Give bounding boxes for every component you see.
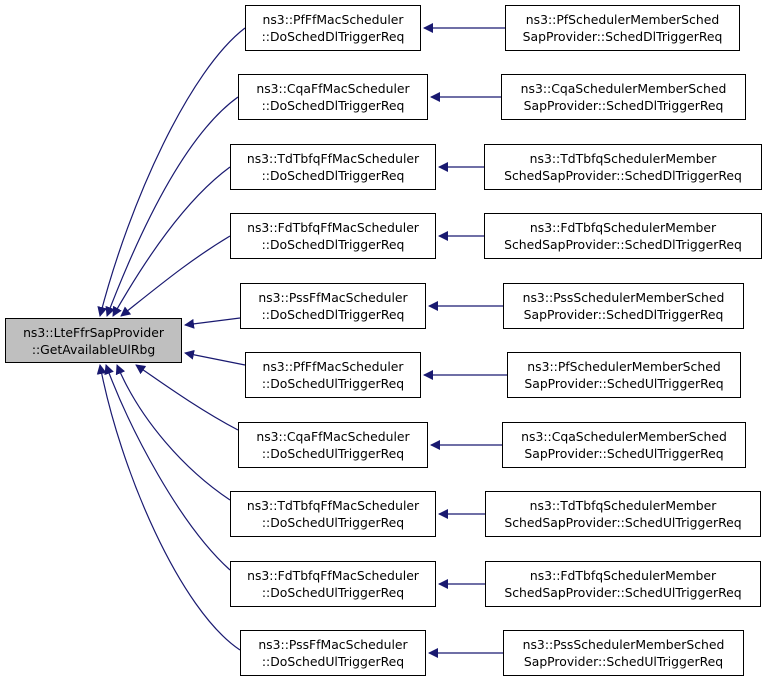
caller-node-line2: ::DoSchedDlTriggerReq: [261, 237, 405, 252]
sap-node-line2: SapProvider::SchedDlTriggerReq: [523, 98, 724, 113]
caller-node-line1: ns3::CqaFfMacScheduler: [256, 429, 410, 444]
caller-node-pf-ul[interactable]: ns3::PfFfMacScheduler ::DoSchedUlTrigger…: [245, 352, 421, 398]
caller-node-line1: ns3::PssFfMacScheduler: [258, 637, 408, 652]
edge-cqa-dl-to-root: [105, 96, 239, 317]
caller-node-pss-dl[interactable]: ns3::PssFfMacScheduler ::DoSchedDlTrigge…: [240, 283, 426, 329]
caller-node-line2: ::DoSchedDlTriggerReq: [261, 98, 405, 113]
sap-node-line1: ns3::FdTbfqSchedulerMember: [529, 568, 717, 583]
sap-node-line1: ns3::CqaSchedulerMemberSched: [521, 429, 727, 444]
caller-node-line1: ns3::FdTbfqFfMacScheduler: [247, 568, 419, 583]
caller-node-line1: ns3::TdTbfqFfMacScheduler: [246, 151, 420, 166]
caller-node-line1: ns3::CqaFfMacScheduler: [256, 81, 410, 96]
root-node-line1: ns3::LteFfrSapProvider: [23, 324, 164, 340]
sap-node-line1: ns3::CqaSchedulerMemberSched: [520, 81, 727, 96]
sap-node-fdtbfq-dl[interactable]: ns3::FdTbfqSchedulerMember SchedSapProvi…: [484, 213, 762, 259]
edge-cqa-ul-to-root: [135, 364, 239, 431]
sap-node-line1: ns3::PfSchedulerMemberSched: [525, 12, 720, 27]
edge-pss-dl-to-root: [184, 317, 241, 329]
sap-node-line1: ns3::TdTbfqSchedulerMember: [529, 151, 717, 166]
caller-node-pf-dl[interactable]: ns3::PfFfMacScheduler ::DoSchedDlTrigger…: [245, 5, 421, 51]
sap-node-line2: SapProvider::SchedUlTriggerReq: [523, 654, 724, 669]
sap-node-line2: SapProvider::SchedUlTriggerReq: [524, 376, 724, 391]
edge-pss-ul-to-root: [96, 364, 241, 651]
sap-node-line2: SchedSapProvider::SchedDlTriggerReq: [504, 168, 742, 183]
edge-tdtbfq-dl-to-root: [112, 166, 231, 317]
sap-node-cqa-ul[interactable]: ns3::CqaSchedulerMemberSched SapProvider…: [502, 422, 746, 468]
caller-node-line2: ::DoSchedDlTriggerReq: [261, 168, 405, 183]
sap-node-line2: SapProvider::SchedDlTriggerReq: [522, 29, 723, 44]
edge-tdtbfq-ul-to-root: [115, 364, 231, 501]
root-node-line2: ::GetAvailableUlRbg: [31, 341, 156, 357]
caller-node-line1: ns3::PfFfMacScheduler: [262, 12, 404, 27]
caller-node-cqa-ul[interactable]: ns3::CqaFfMacScheduler ::DoSchedUlTrigge…: [238, 422, 428, 468]
caller-node-fdtbfq-dl[interactable]: ns3::FdTbfqFfMacScheduler ::DoSchedDlTri…: [230, 213, 436, 259]
sap-node-line2: SapProvider::SchedDlTriggerReq: [523, 307, 724, 322]
sap-node-line2: SchedSapProvider::SchedDlTriggerReq: [504, 237, 742, 252]
edge-fdtbfq-dl-to-root: [120, 235, 231, 317]
caller-node-line2: ::DoSchedUlTriggerReq: [261, 446, 405, 461]
sap-node-line2: SapProvider::SchedUlTriggerReq: [524, 446, 724, 461]
sap-node-line1: ns3::TdTbfqSchedulerMember: [529, 498, 717, 513]
sap-node-cqa-dl[interactable]: ns3::CqaSchedulerMemberSched SapProvider…: [501, 74, 746, 120]
caller-node-line2: ::DoSchedUlTriggerReq: [261, 585, 405, 600]
root-node[interactable]: ns3::LteFfrSapProvider ::GetAvailableUlR…: [5, 318, 182, 363]
caller-node-line1: ns3::FdTbfqFfMacScheduler: [247, 220, 419, 235]
caller-node-line1: ns3::TdTbfqFfMacScheduler: [246, 498, 420, 513]
caller-node-line2: ::DoSchedUlTriggerReq: [261, 515, 405, 530]
sap-node-fdtbfq-ul[interactable]: ns3::FdTbfqSchedulerMember SchedSapProvi…: [485, 561, 761, 607]
sap-node-line1: ns3::PfSchedulerMemberSched: [527, 359, 721, 374]
sap-node-line1: ns3::PssSchedulerMemberSched: [522, 290, 725, 305]
sap-node-pss-dl[interactable]: ns3::PssSchedulerMemberSched SapProvider…: [503, 283, 744, 329]
sap-node-tdtbfq-dl[interactable]: ns3::TdTbfqSchedulerMember SchedSapProvi…: [484, 144, 762, 190]
caller-node-line2: ::DoSchedUlTriggerReq: [261, 654, 405, 669]
caller-node-tdtbfq-ul[interactable]: ns3::TdTbfqFfMacScheduler ::DoSchedUlTri…: [230, 491, 436, 537]
caller-node-line1: ns3::PssFfMacScheduler: [258, 290, 408, 305]
sap-node-line1: ns3::PssSchedulerMemberSched: [522, 637, 725, 652]
edge-pf-ul-to-root: [184, 349, 246, 366]
caller-node-line2: ::DoSchedDlTriggerReq: [261, 29, 405, 44]
sap-node-line1: ns3::FdTbfqSchedulerMember: [529, 220, 717, 235]
caller-node-line1: ns3::PfFfMacScheduler: [262, 359, 404, 374]
sap-node-pf-ul[interactable]: ns3::PfSchedulerMemberSched SapProvider:…: [507, 352, 741, 398]
sap-node-pss-ul[interactable]: ns3::PssSchedulerMemberSched SapProvider…: [503, 630, 744, 676]
sap-node-line2: SchedSapProvider::SchedUlTriggerReq: [504, 585, 742, 600]
caller-node-cqa-dl[interactable]: ns3::CqaFfMacScheduler ::DoSchedDlTrigge…: [238, 74, 428, 120]
caller-node-line2: ::DoSchedUlTriggerReq: [261, 376, 405, 391]
sap-node-pf-dl[interactable]: ns3::PfSchedulerMemberSched SapProvider:…: [505, 5, 740, 51]
sap-node-line2: SchedSapProvider::SchedUlTriggerReq: [504, 515, 742, 530]
sap-node-tdtbfq-ul[interactable]: ns3::TdTbfqSchedulerMember SchedSapProvi…: [485, 491, 761, 537]
edge-fdtbfq-ul-to-root: [104, 364, 231, 571]
edge-pf-dl-to-root: [97, 27, 246, 317]
caller-node-tdtbfq-dl[interactable]: ns3::TdTbfqFfMacScheduler ::DoSchedDlTri…: [230, 144, 436, 190]
caller-node-fdtbfq-ul[interactable]: ns3::FdTbfqFfMacScheduler ::DoSchedUlTri…: [230, 561, 436, 607]
caller-node-pss-ul[interactable]: ns3::PssFfMacScheduler ::DoSchedUlTrigge…: [240, 630, 426, 676]
caller-node-line2: ::DoSchedDlTriggerReq: [261, 307, 405, 322]
